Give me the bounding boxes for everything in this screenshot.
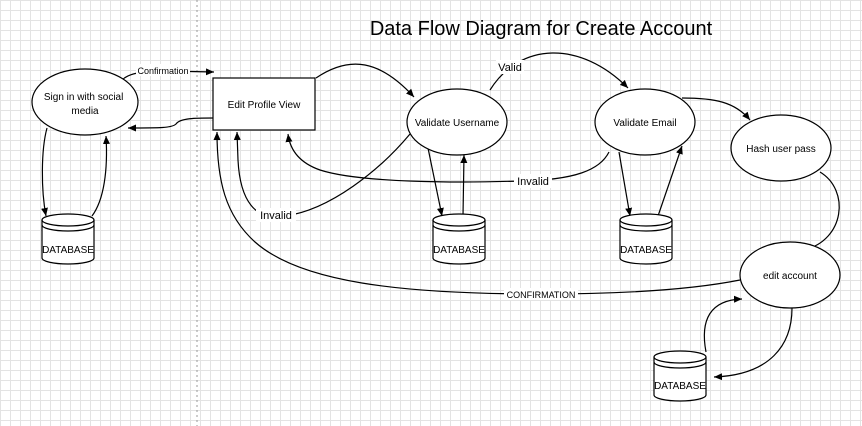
edge-db4-to-editaccount[interactable]	[703, 295, 743, 353]
edge-label-confirmation-top: Confirmation	[137, 66, 188, 76]
edge-validateusername-to-db2[interactable]	[427, 147, 444, 217]
edge-editprofile-to-validateusername[interactable]	[315, 63, 415, 98]
edge-signin-to-db1[interactable]	[41, 127, 48, 217]
node-validate-username-label: Validate Username	[415, 118, 500, 129]
edge-validateusername-to-validateemail[interactable]	[489, 52, 629, 91]
edge-db3-to-validateemail[interactable]	[657, 145, 683, 217]
node-edit-profile-view-label: Edit Profile View	[228, 100, 301, 111]
edge-validateemail-to-hashpass[interactable]	[681, 97, 751, 121]
database-3-label: DATABASE	[620, 245, 672, 256]
edge-label-confirmation-bottom: CONFIRMATION	[507, 290, 576, 300]
node-edit-account[interactable]	[739, 241, 841, 309]
database-1-label: DATABASE	[42, 245, 94, 256]
node-validate-email[interactable]	[594, 88, 696, 156]
edge-label-invalid-username: Invalid	[260, 210, 292, 222]
edge-validateusername-to-editprofile-invalid[interactable]	[233, 131, 411, 218]
database-cylinder-3[interactable]: DATABASE	[619, 213, 673, 265]
database-4-label: DATABASE	[654, 381, 706, 392]
node-hash-user-pass-label: Hash user pass	[746, 144, 815, 155]
edge-editaccount-to-db4[interactable]	[713, 307, 793, 381]
edge-editprofile-to-signin[interactable]	[127, 117, 214, 132]
node-sign-in-social-label: Sign in with social media	[44, 92, 126, 117]
node-edit-account-label: edit account	[763, 271, 817, 282]
edge-label-valid: Valid	[498, 62, 522, 74]
node-validate-email-label: Validate Email	[613, 118, 676, 129]
edge-label-invalid-email: Invalid	[517, 176, 549, 188]
database-2-label: DATABASE	[433, 245, 485, 256]
edge-hashpass-to-editaccount[interactable]	[803, 171, 840, 252]
node-sign-in-social[interactable]	[31, 68, 139, 136]
edge-validateemail-to-db3[interactable]	[618, 151, 633, 217]
edge-editaccount-to-editprofile[interactable]	[213, 131, 741, 295]
database-cylinder-4[interactable]: DATABASE	[653, 350, 707, 402]
database-cylinder-2[interactable]: DATABASE	[432, 213, 486, 265]
edge-db1-to-signin[interactable]	[91, 135, 110, 217]
edge-db2-to-validateusername[interactable]	[460, 154, 468, 217]
node-validate-username[interactable]	[406, 88, 508, 156]
node-edit-profile-view[interactable]	[212, 77, 316, 131]
diagram-title: Data Flow Diagram for Create Account	[370, 18, 713, 40]
database-cylinder-1[interactable]: DATABASE	[41, 213, 95, 265]
node-hash-user-pass[interactable]	[730, 114, 832, 182]
